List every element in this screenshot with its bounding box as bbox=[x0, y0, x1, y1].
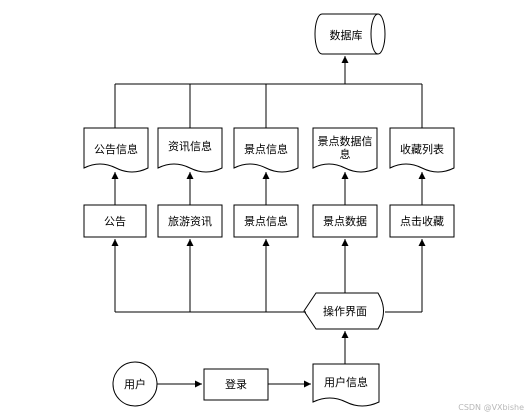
doc-spot-data-info-shape bbox=[312, 127, 378, 173]
doc-spot-info-shape bbox=[233, 127, 299, 173]
box-spot-info-shape bbox=[233, 204, 299, 238]
box-travel-news-shape bbox=[157, 204, 223, 238]
doc-news-info-shape bbox=[157, 127, 223, 173]
doc-user-info-shape bbox=[312, 363, 380, 407]
doc-spot-data-info-label-line2: 息 bbox=[340, 147, 351, 161]
box-click-favorite-shape bbox=[389, 204, 455, 238]
box-travel-news-label: 旅游资讯 bbox=[168, 214, 212, 228]
watermark: CSDN @VXbishe bbox=[458, 403, 524, 412]
doc-favorites-list-shape bbox=[389, 127, 455, 173]
database-label: 数据库 bbox=[330, 28, 363, 42]
doc-spot-data-info-label-line1: 景点数据信 bbox=[318, 134, 373, 148]
box-spot-data-shape bbox=[312, 204, 378, 238]
box-notice-label: 公告 bbox=[104, 215, 126, 228]
operation-interface-label: 操作界面 bbox=[323, 304, 367, 318]
box-spot-data-label: 景点数据 bbox=[323, 214, 367, 228]
doc-notice-info-shape bbox=[83, 127, 149, 173]
user-label: 用户 bbox=[124, 377, 146, 391]
doc-news-info-label: 资讯信息 bbox=[168, 139, 212, 153]
doc-notice-info-label: 公告信息 bbox=[94, 142, 138, 156]
box-spot-info-label: 景点信息 bbox=[244, 214, 288, 228]
box-notice-shape bbox=[83, 204, 147, 238]
user-info-label: 用户信息 bbox=[324, 375, 368, 389]
doc-spot-info-label: 景点信息 bbox=[244, 142, 288, 156]
login-label: 登录 bbox=[225, 377, 247, 391]
doc-favorites-list-label: 收藏列表 bbox=[400, 142, 444, 156]
database-shape bbox=[314, 13, 386, 55]
box-click-favorite-label: 点击收藏 bbox=[400, 214, 444, 228]
operation-interface-shape bbox=[303, 292, 384, 330]
